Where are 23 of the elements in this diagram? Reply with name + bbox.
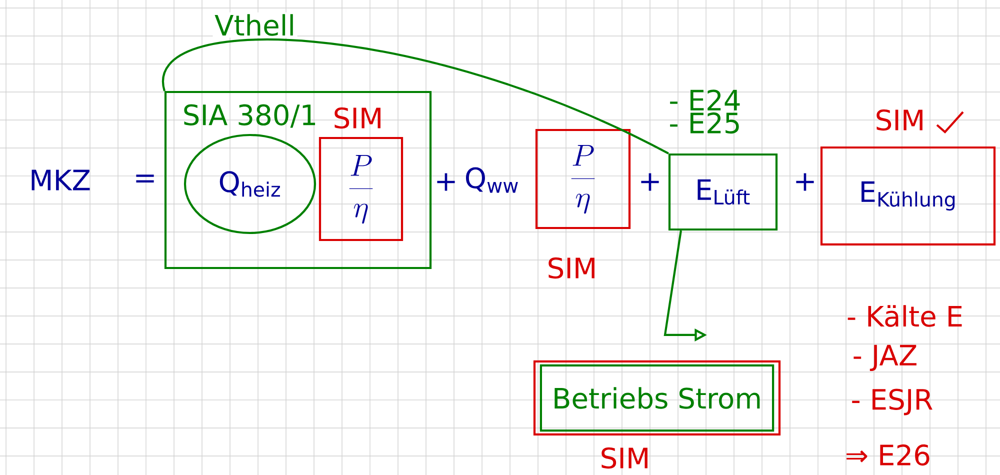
formula-term: - ESJR [852,388,932,416]
side-note: SIM [876,109,922,131]
side-note: SIM [334,107,380,129]
term-box: Betriebs Strom [533,360,781,436]
formula-term: ⇒ E26 [846,444,930,466]
side-note: SIM [548,257,594,279]
side-note: - E25 [670,112,739,134]
formula-term: + [796,173,814,191]
formula-term: = [136,174,154,183]
edge-label: Vthell [212,12,298,38]
term-box: E$_{Lüft}$ [668,153,778,231]
side-note: - E24 [670,90,740,110]
term-box: E$_{Kühlung}$ [820,146,996,246]
formula-term: + [437,173,455,191]
side-note: SIM [602,447,648,469]
formula-term: - JAZ [854,344,916,372]
formula-term: + [641,173,659,191]
formula-term: Q$_{ww}$ [466,167,518,193]
connector [163,38,669,154]
term-box: $\frac{P}{\eta}$ [318,136,404,242]
formula-term: - Kälte E [848,305,962,327]
formula-term: MKZ [32,170,90,190]
term-box: $\frac{P}{\eta}$ [535,128,631,230]
